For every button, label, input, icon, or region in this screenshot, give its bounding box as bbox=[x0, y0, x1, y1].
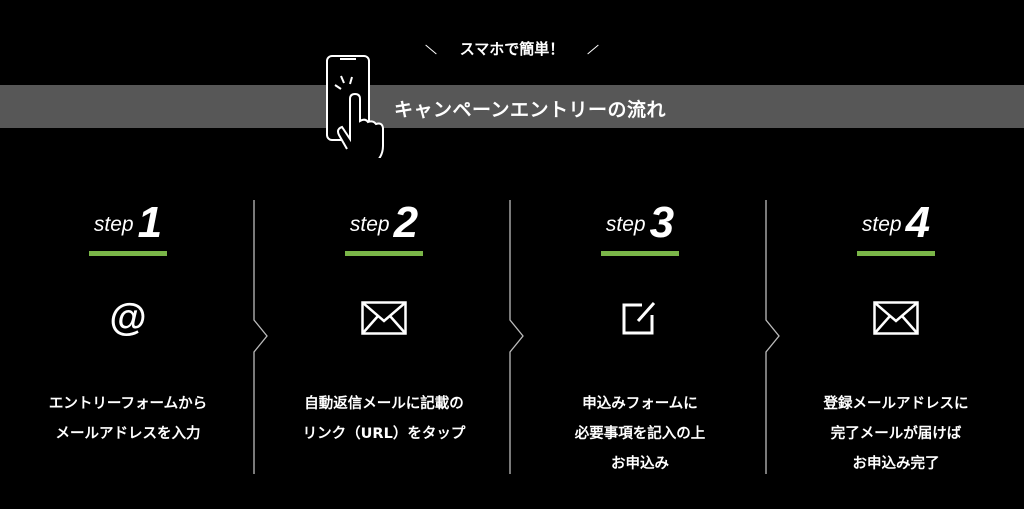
step-number: 1 bbox=[137, 198, 163, 247]
step-word: step bbox=[861, 213, 902, 236]
desc-line: お申込み完了 bbox=[852, 456, 940, 472]
desc-line: エントリーフォームから bbox=[48, 396, 208, 412]
at-icon: @ bbox=[109, 296, 147, 339]
step-description: 自動返信メールに記載のリンク（URL）をタップ bbox=[256, 389, 512, 449]
desc-line: メールアドレスを入力 bbox=[55, 426, 201, 442]
step-underline bbox=[345, 251, 423, 256]
smartphone-tap-icon bbox=[326, 55, 384, 158]
desc-line: 自動返信メールに記載の bbox=[304, 396, 464, 412]
title-band bbox=[0, 85, 1024, 128]
subtitle: スマホで簡単！ bbox=[0, 38, 1024, 59]
step-divider-arrow bbox=[253, 200, 268, 474]
step-word: step bbox=[93, 213, 134, 236]
envelope-icon bbox=[872, 298, 920, 338]
step-3: step3 申込みフォームに必要事項を記入の上お申込み bbox=[512, 0, 768, 509]
step-word: step bbox=[605, 213, 646, 236]
step-heading: step2 bbox=[256, 198, 512, 248]
step-1: step1 @ エントリーフォームからメールアドレスを入力 bbox=[0, 0, 256, 509]
step-heading: step1 bbox=[0, 198, 256, 248]
step-number: 4 bbox=[905, 198, 931, 247]
step-divider-arrow bbox=[765, 200, 780, 474]
desc-line: 完了メールが届けば bbox=[830, 426, 962, 442]
subtitle-text: スマホで簡単！ bbox=[459, 40, 565, 58]
step-heading: step4 bbox=[768, 198, 1024, 248]
step-underline bbox=[89, 251, 167, 256]
step-underline bbox=[601, 251, 679, 256]
step-number: 2 bbox=[393, 198, 419, 247]
step-number: 3 bbox=[649, 198, 675, 247]
step-divider-arrow bbox=[509, 200, 524, 474]
step-description: 申込みフォームに必要事項を記入の上お申込み bbox=[512, 389, 768, 479]
desc-line: お申込み bbox=[611, 456, 669, 472]
step-word: step bbox=[349, 213, 390, 236]
step-description: 登録メールアドレスに完了メールが届けばお申込み完了 bbox=[768, 389, 1024, 479]
step-2: step2 自動返信メールに記載のリンク（URL）をタップ bbox=[256, 0, 512, 509]
desc-line: 必要事項を記入の上 bbox=[574, 426, 706, 442]
step-heading: step3 bbox=[512, 198, 768, 248]
page-title: キャンペーンエントリーの流れ bbox=[394, 99, 667, 121]
desc-line: 申込みフォームに bbox=[582, 396, 698, 412]
step-underline bbox=[857, 251, 935, 256]
envelope-icon bbox=[360, 298, 408, 338]
step-4: step4 登録メールアドレスに完了メールが届けばお申込み完了 bbox=[768, 0, 1024, 509]
step-description: エントリーフォームからメールアドレスを入力 bbox=[0, 389, 256, 449]
desc-line: リンク（URL）をタップ bbox=[302, 426, 466, 442]
desc-line: 登録メールアドレスに bbox=[823, 396, 969, 412]
edit-icon bbox=[616, 298, 664, 338]
